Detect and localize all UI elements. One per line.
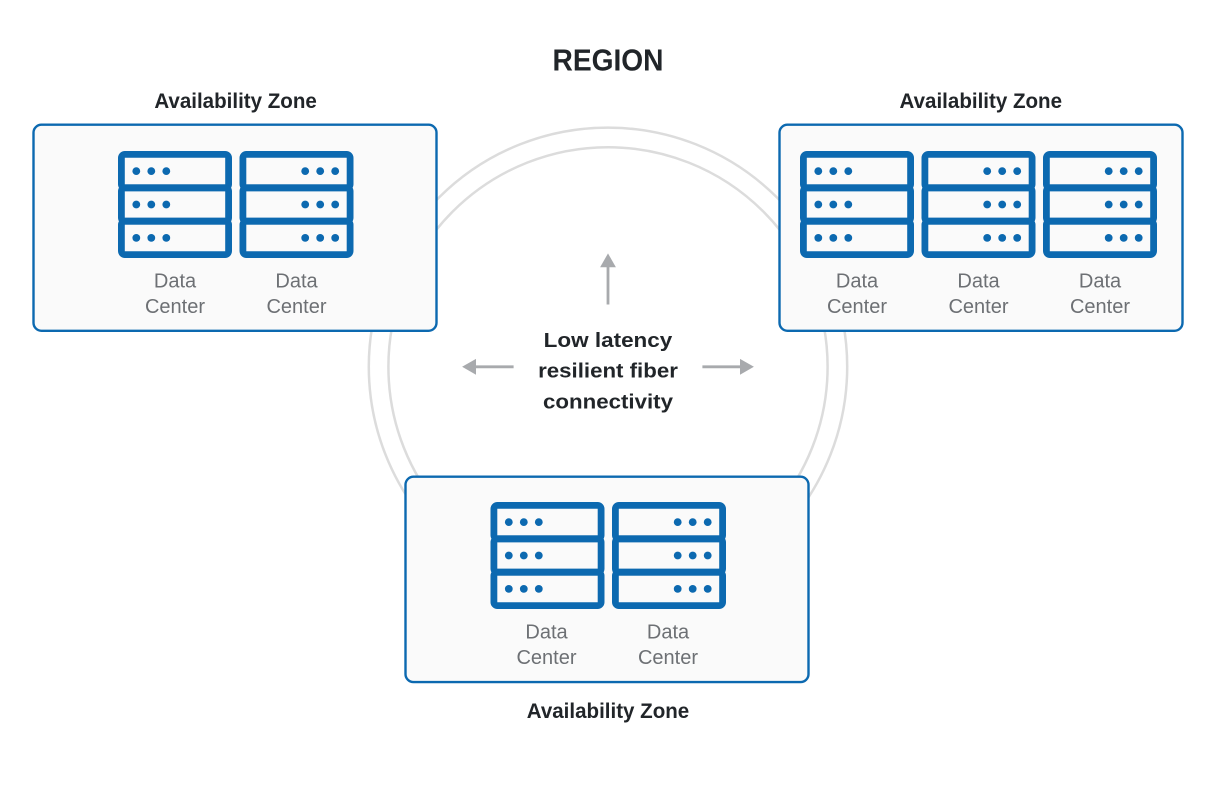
svg-text:Data: Data bbox=[1079, 271, 1122, 293]
svg-text:Availability Zone: Availability Zone bbox=[154, 89, 317, 113]
svg-text:Center: Center bbox=[948, 296, 1008, 318]
svg-text:Center: Center bbox=[516, 647, 576, 669]
svg-text:Center: Center bbox=[638, 647, 698, 669]
svg-text:Data: Data bbox=[275, 271, 318, 293]
svg-text:Data: Data bbox=[647, 621, 690, 643]
svg-text:Low latency: Low latency bbox=[544, 330, 674, 352]
svg-text:Center: Center bbox=[827, 296, 887, 318]
svg-text:resilient fiber: resilient fiber bbox=[538, 361, 678, 383]
svg-text:Data: Data bbox=[836, 271, 879, 293]
svg-text:Center: Center bbox=[1070, 296, 1130, 318]
svg-text:Center: Center bbox=[266, 296, 326, 318]
svg-text:Data: Data bbox=[525, 621, 568, 643]
svg-text:Data: Data bbox=[154, 271, 197, 293]
svg-text:connectivity: connectivity bbox=[543, 391, 674, 413]
svg-text:Availability Zone: Availability Zone bbox=[527, 699, 690, 723]
svg-text:REGION: REGION bbox=[553, 43, 664, 78]
svg-text:Availability Zone: Availability Zone bbox=[900, 89, 1063, 113]
svg-text:Center: Center bbox=[145, 296, 205, 318]
svg-text:Data: Data bbox=[957, 271, 1000, 293]
